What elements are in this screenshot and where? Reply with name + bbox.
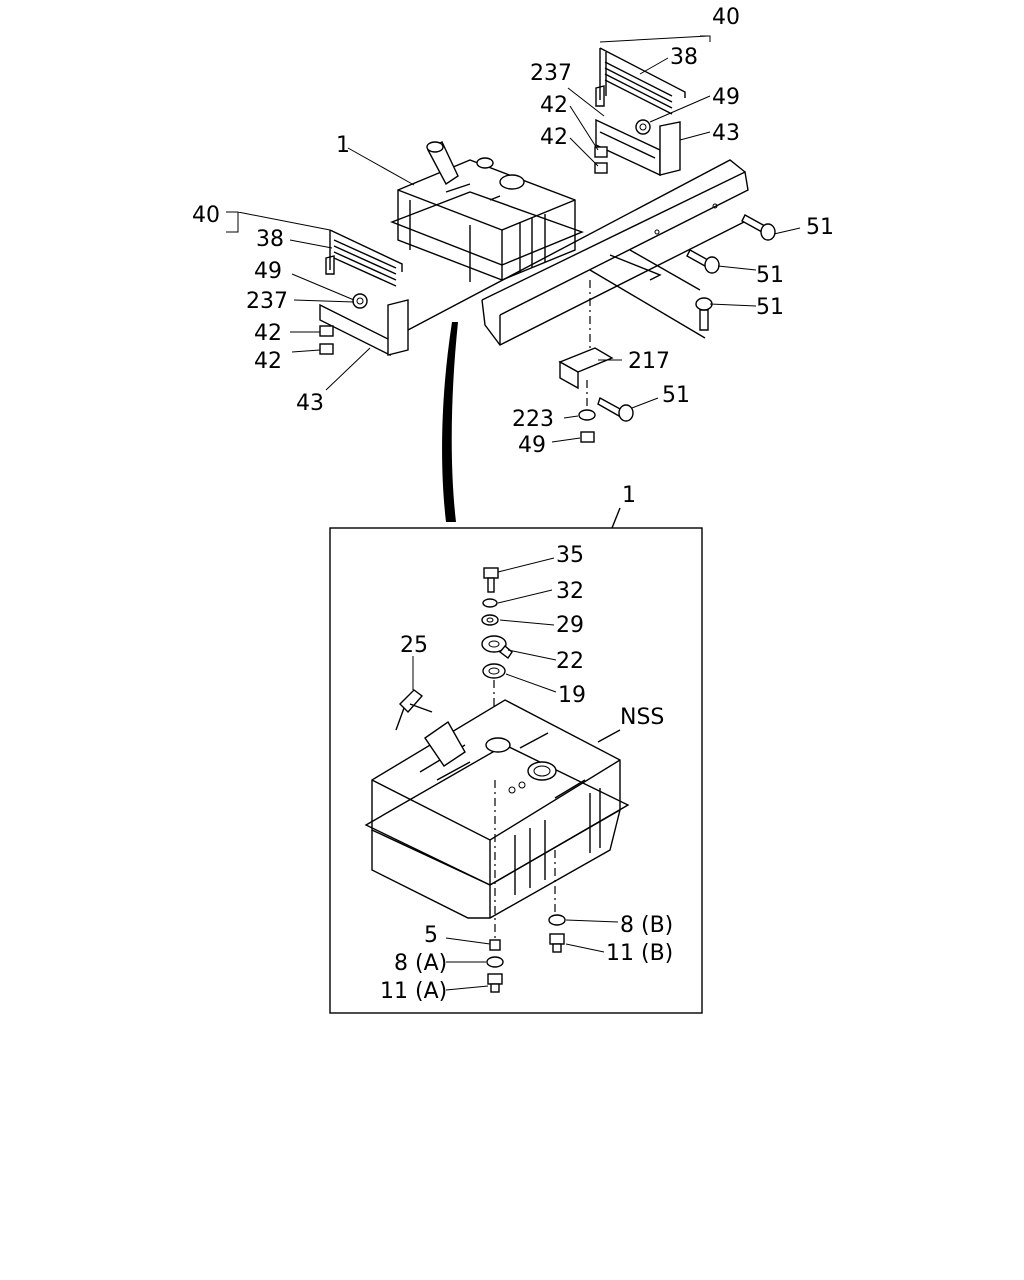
callout-42-top-right-a: 42 bbox=[540, 93, 568, 118]
callout-22: 22 bbox=[556, 649, 584, 674]
callout-11b: 11 (B) bbox=[606, 941, 673, 966]
callout-51-d: 51 bbox=[662, 383, 690, 408]
upper-right-bracket-assembly bbox=[594, 47, 686, 177]
upper-left-bracket-assembly bbox=[319, 229, 409, 357]
callout-1-detail: 1 bbox=[622, 483, 636, 508]
callout-42-top-left-a: 42 bbox=[254, 321, 282, 346]
callout-19: 19 bbox=[558, 683, 586, 708]
callout-51-a: 51 bbox=[806, 215, 834, 240]
callout-11a: 11 (A) bbox=[380, 979, 447, 1004]
callout-labels: 40 38 237 49 42 43 42 1 40 38 49 237 42 … bbox=[192, 5, 834, 1004]
callout-38-top-left: 38 bbox=[256, 227, 284, 252]
callout-49-top-right: 49 bbox=[712, 85, 740, 110]
callout-237-top-right: 237 bbox=[530, 61, 572, 86]
callout-40-top-right: 40 bbox=[712, 5, 740, 30]
callout-29: 29 bbox=[556, 613, 584, 638]
fuel-tank-upper bbox=[390, 141, 584, 282]
leader-lines bbox=[226, 35, 801, 991]
callout-5: 5 bbox=[424, 923, 438, 948]
callout-35: 35 bbox=[556, 543, 584, 568]
callout-49-frame: 49 bbox=[518, 433, 546, 458]
callout-43-top-left: 43 bbox=[296, 391, 324, 416]
detail-arrow bbox=[442, 322, 458, 522]
callout-217: 217 bbox=[628, 349, 670, 374]
callout-8a: 8 (A) bbox=[394, 951, 447, 976]
callout-51-b: 51 bbox=[756, 263, 784, 288]
callout-38-top-right: 38 bbox=[670, 45, 698, 70]
callout-25: 25 bbox=[400, 633, 428, 658]
callout-8b: 8 (B) bbox=[620, 913, 673, 938]
callout-nss: NSS bbox=[620, 705, 664, 730]
detail-view bbox=[329, 507, 703, 1014]
callout-42-top-left-b: 42 bbox=[254, 349, 282, 374]
callout-43-top-right: 43 bbox=[712, 121, 740, 146]
chassis-frame-rail bbox=[407, 159, 776, 443]
callout-1-top-left: 1 bbox=[336, 133, 350, 158]
callout-223: 223 bbox=[512, 407, 554, 432]
callout-32: 32 bbox=[556, 579, 584, 604]
callout-40-top-left: 40 bbox=[192, 203, 220, 228]
callout-51-c: 51 bbox=[756, 295, 784, 320]
callout-237-top-left: 237 bbox=[246, 289, 288, 314]
callout-49-top-left: 49 bbox=[254, 259, 282, 284]
callout-42-top-right-b: 42 bbox=[540, 125, 568, 150]
